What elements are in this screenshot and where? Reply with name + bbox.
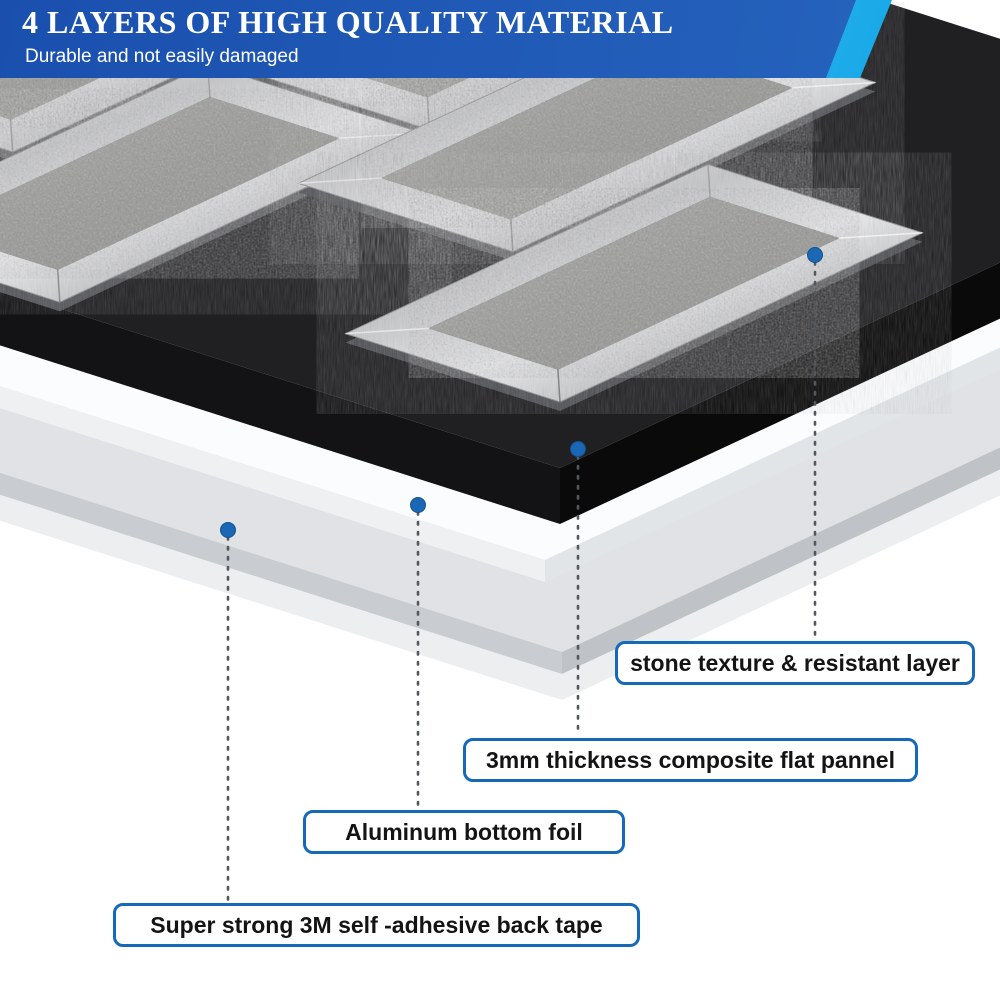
- tape-layer-shadow: [0, 469, 1000, 700]
- tile: [344, 163, 924, 411]
- tile: [297, 13, 877, 261]
- layer-dot-tape: [220, 522, 236, 538]
- label-adhesive-tape: Super strong 3M self -adhesive back tape: [113, 903, 640, 947]
- layer-dot-panel: [570, 441, 586, 457]
- label-composite-panel: 3mm thickness composite flat pannel: [463, 738, 918, 782]
- header-banner: 4 LAYERS OF HIGH QUALITY MATERIAL Durabl…: [0, 0, 1000, 78]
- page-title: 4 LAYERS OF HIGH QUALITY MATERIAL: [22, 4, 674, 40]
- label-adhesive-tape-text: Super strong 3M self -adhesive back tape: [150, 911, 603, 938]
- layer-dot-stone: [807, 247, 823, 263]
- label-aluminum-foil: Aluminum bottom foil: [303, 810, 625, 854]
- label-composite-panel-text: 3mm thickness composite flat pannel: [485, 746, 895, 773]
- layer-dot-foil: [410, 497, 426, 513]
- tile: [0, 64, 424, 312]
- page-subtitle: Durable and not easily damaged: [25, 46, 299, 67]
- label-stone-texture: stone texture & resistant layer: [615, 641, 975, 685]
- banner-background: [0, 0, 856, 78]
- label-stone-texture-text: stone texture & resistant layer: [630, 649, 960, 676]
- label-aluminum-foil-text: Aluminum bottom foil: [345, 818, 583, 845]
